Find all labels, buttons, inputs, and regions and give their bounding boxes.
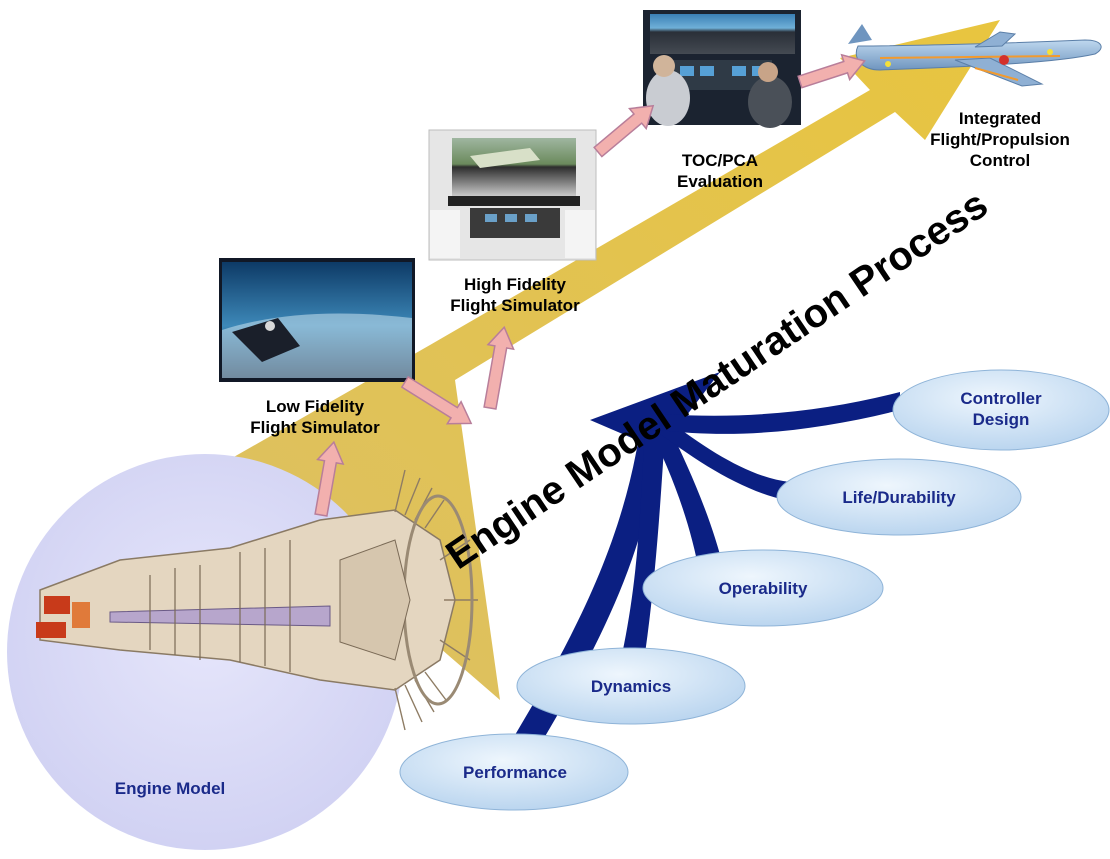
integrated-line2: Flight/Propulsion bbox=[930, 130, 1070, 149]
arrow-low-fidelity-to-engine-process bbox=[400, 375, 473, 425]
discipline-branches bbox=[500, 372, 900, 770]
low-fidelity-simulator-image bbox=[219, 258, 415, 382]
discipline-ovals bbox=[399, 369, 1110, 811]
controller-design-label: Controller Design bbox=[916, 388, 1086, 430]
arrow-process-to-high-fidelity bbox=[483, 325, 515, 410]
toc-pca-line1: TOC/PCA bbox=[681, 151, 759, 170]
engine-model-label: Engine Model bbox=[114, 779, 226, 798]
low-fidelity-label: Low Fidelity Flight Simulator bbox=[220, 396, 410, 438]
integrated-line1: Integrated bbox=[958, 109, 1042, 128]
engine-cutaway-image bbox=[36, 469, 478, 731]
high-fidelity-line1: High Fidelity bbox=[464, 275, 566, 294]
oval-performance bbox=[399, 733, 629, 811]
toc-pca-line2: Evaluation bbox=[677, 172, 763, 191]
integrated-control-label: Integrated Flight/Propulsion Control bbox=[915, 108, 1085, 171]
dynamics-label: Dynamics bbox=[590, 677, 672, 696]
oval-controller-design bbox=[892, 369, 1110, 451]
low-fidelity-line2: Flight Simulator bbox=[250, 418, 380, 437]
toc-pca-cockpit-image bbox=[643, 10, 801, 128]
arrow-high-fidelity-to-toc bbox=[593, 104, 655, 158]
oval-life-durability bbox=[776, 458, 1022, 536]
life-durability-label: Life/Durability bbox=[842, 488, 956, 507]
oval-dynamics bbox=[516, 647, 746, 725]
arrow-toc-to-airplane bbox=[797, 53, 866, 89]
arrow-engine-to-low-fidelity bbox=[314, 440, 345, 517]
controller-design-line1: Controller bbox=[960, 389, 1042, 408]
performance-label: Performance bbox=[463, 763, 567, 782]
toc-pca-label: TOC/PCA Evaluation bbox=[655, 150, 785, 192]
airplane-image bbox=[848, 24, 1102, 87]
low-fidelity-line1: Low Fidelity bbox=[265, 397, 365, 416]
controller-design-line2: Design bbox=[972, 410, 1030, 429]
oval-operability bbox=[642, 549, 884, 627]
blue-arrow-head bbox=[590, 372, 720, 450]
operability-label: Operability bbox=[718, 579, 808, 598]
integrated-line3: Control bbox=[969, 151, 1031, 170]
branch-life-durability bbox=[655, 420, 790, 500]
high-fidelity-label: High Fidelity Flight Simulator bbox=[420, 274, 610, 316]
high-fidelity-simulator-image bbox=[428, 129, 597, 261]
branch-controller-design bbox=[660, 392, 900, 434]
progression-arrows bbox=[314, 53, 866, 517]
branch-operability bbox=[650, 425, 724, 576]
branch-dynamics bbox=[618, 432, 665, 674]
high-fidelity-line2: Flight Simulator bbox=[450, 296, 580, 315]
